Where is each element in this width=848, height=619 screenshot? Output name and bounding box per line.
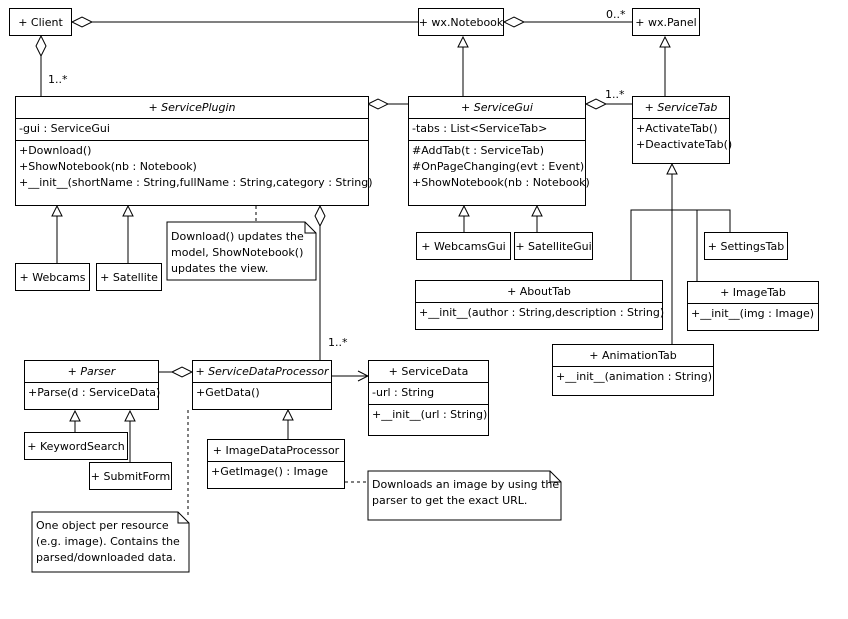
attribute: -tabs : List<ServiceTab> [412,122,548,135]
operations: +__init__(animation : String) [553,366,713,388]
multiplicity-gui-tab: 1..* [605,88,625,101]
multiplicity-client-plugin: 1..* [48,73,68,86]
diamond-plugin-processor [314,204,326,228]
class-satellite[interactable]: + Satellite [96,263,162,291]
operations: +__init__(url : String) [369,404,488,426]
class-image-tab[interactable]: + ImageTab +__init__(img : Image) [687,281,819,331]
class-name: + AboutTab [507,285,571,298]
class-name: + wx.Notebook [418,15,504,29]
class-name: + Satellite [100,270,158,284]
class-wx-panel[interactable]: + wx.Panel [632,8,700,36]
operation: +ActivateTab() [636,122,718,135]
operation: +__init__(url : String) [372,408,488,421]
operation: #OnPageChanging(evt : Event) [412,160,585,173]
class-about-tab[interactable]: + AboutTab +__init__(author : String,des… [415,280,665,330]
note-download: Download() updates the model, ShowNotebo… [171,230,304,275]
operation: +__init__(img : Image) [691,307,815,320]
class-wx-notebook[interactable]: + wx.Notebook [418,8,504,36]
attribute: -url : String [372,386,435,399]
class-webcams-gui[interactable]: + WebcamsGui [416,232,511,260]
operation: +GetData() [196,386,260,399]
operation: +GetImage() : Image [211,465,329,478]
attributes: -gui : ServiceGui [16,118,368,140]
diamond-gui-tab [584,98,608,110]
operation: +Download() [19,144,92,157]
operations: +GetImage() : Image [208,461,344,483]
class-name: + Webcams [19,270,86,284]
class-satellite-gui[interactable]: + SatelliteGui [514,232,593,260]
note-one-object: One object per resource (e.g. image). Co… [36,519,180,564]
class-name: + ServiceDataProcessor [195,365,329,378]
class-image-data-processor[interactable]: + ImageDataProcessor +GetImage() : Image [207,439,345,489]
class-name: + Parser [67,365,116,378]
class-service-data-processor[interactable]: + ServiceDataProcessor +GetData() [192,360,332,410]
operation: +__init__(shortName : String,fullName : … [19,176,373,189]
note-shape-download [166,221,317,281]
class-keyword-search[interactable]: + KeywordSearch [24,432,128,460]
class-name: + ServiceTab [644,101,718,114]
operations: +__init__(img : Image) [688,303,818,325]
diamond-notebook-panel [502,16,526,28]
class-name: + WebcamsGui [421,239,506,253]
diamond-client-plugin [35,34,47,58]
note-downloads-image: Downloads an image by using the parser t… [372,478,560,507]
class-name: + AnimationTab [589,349,677,362]
operations: +__init__(author : String,description : … [416,302,665,324]
class-service-tab[interactable]: + ServiceTab +ActivateTab() +DeactivateT… [632,96,733,164]
operations: +GetData() [193,382,331,404]
note-fold-oneobject [177,512,189,524]
class-webcams[interactable]: + Webcams [15,263,90,291]
multiplicity-notebook-panel: 0..* [606,8,626,21]
class-name: + KeywordSearch [27,439,125,453]
class-parser[interactable]: + Parser +Parse(d : ServiceData) [24,360,161,410]
operations: +ActivateTab() +DeactivateTab() [633,118,733,156]
class-name: + SatelliteGui [515,239,592,253]
class-name: + ImageTab [720,286,786,299]
gen-tabs-bar [630,209,731,280]
class-service-plugin[interactable]: + ServicePlugin -gui : ServiceGui +Downl… [15,96,373,206]
class-submit-form[interactable]: + SubmitForm [89,462,172,490]
note-fold-image [549,471,561,483]
diamond-client-notebook [70,16,94,28]
class-animation-tab[interactable]: + AnimationTab +__init__(animation : Str… [552,344,714,396]
operation: +Parse(d : ServiceData) [28,386,161,399]
operations: #AddTab(t : ServiceTab) #OnPageChanging(… [409,140,590,194]
attributes: -url : String [369,382,488,404]
attribute: -gui : ServiceGui [19,122,110,135]
operations: +Download() +ShowNotebook(nb : Notebook)… [16,140,373,194]
operation: +DeactivateTab() [636,138,733,151]
class-name: + ServicePlugin [148,101,236,114]
class-name: + Client [18,15,63,29]
class-client[interactable]: + Client [9,8,72,36]
attributes: -tabs : List<ServiceTab> [409,118,585,140]
class-name: + ServiceData [388,365,469,378]
class-name: + wx.Panel [635,15,697,29]
diamond-plugin-gui [366,98,390,110]
operation: #AddTab(t : ServiceTab) [412,144,545,157]
class-settings-tab[interactable]: + SettingsTab [704,232,788,260]
note-shape-image [367,470,562,521]
operation: +__init__(animation : String) [556,370,713,383]
class-service-data[interactable]: + ServiceData -url : String +__init__(ur… [368,360,489,436]
operations: +Parse(d : ServiceData) [25,382,161,404]
operation: +__init__(author : String,description : … [419,306,665,319]
class-name: + SettingsTab [707,239,785,253]
diamond-parser-processor [170,366,194,378]
class-name: + ImageDataProcessor [212,444,340,457]
class-service-gui[interactable]: + ServiceGui -tabs : List<ServiceTab> #A… [408,96,590,206]
note-fold-download [304,222,316,234]
multiplicity-plugin-processor: 1..* [328,336,348,349]
note-shape-oneobject [31,511,190,573]
class-name: + ServiceGui [461,101,533,114]
operation: +ShowNotebook(nb : Notebook) [412,176,590,189]
operation: +ShowNotebook(nb : Notebook) [19,160,197,173]
class-name: + SubmitForm [90,469,171,483]
